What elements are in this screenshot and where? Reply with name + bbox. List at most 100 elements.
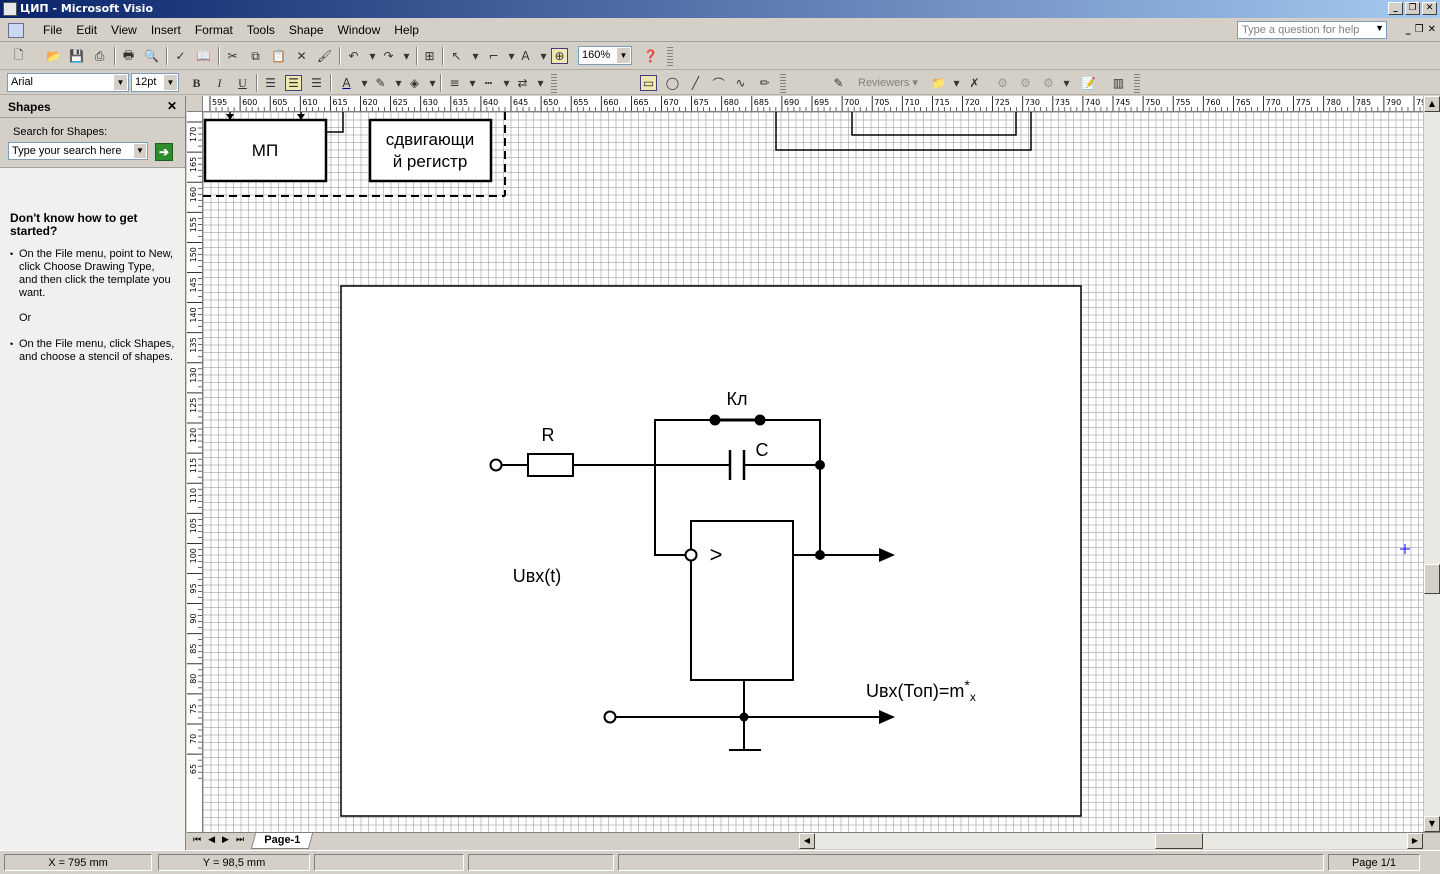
upper-right-frame[interactable]	[775, 112, 1032, 151]
open-icon[interactable]: 📂	[46, 49, 61, 63]
accept-markup-icon[interactable]: ⚙	[1043, 76, 1054, 90]
research-icon[interactable]: 📖	[196, 49, 211, 63]
ellipse-tool-icon[interactable]: ◯	[665, 76, 680, 90]
scroll-right-icon[interactable]: ▶	[1407, 833, 1423, 849]
resistor-r[interactable]	[527, 453, 574, 477]
line-color-icon[interactable]: ✎	[375, 76, 386, 90]
help-icon[interactable]: ❓	[643, 49, 658, 63]
first-page-icon[interactable]: ⏮	[193, 835, 202, 845]
help-dropdown-icon[interactable]: ▼	[1375, 23, 1384, 33]
vertical-scrollbar[interactable]: ▲ ▼	[1423, 96, 1440, 832]
font-color-dropdown-icon[interactable]: ▾	[361, 76, 368, 90]
search-go-button[interactable]: ➔	[155, 143, 173, 161]
scroll-left-icon[interactable]: ◀	[799, 833, 815, 849]
save-icon[interactable]: 💾	[69, 49, 84, 63]
format-painter-icon[interactable]: 🖌	[316, 49, 333, 63]
zoom-dropdown-icon[interactable]: ▼	[617, 48, 630, 63]
menu-help[interactable]: Help	[394, 23, 419, 37]
upper-block-group[interactable]: МП сдвигающи й регистр	[203, 112, 506, 197]
close-button[interactable]: ✕	[1422, 2, 1437, 15]
cut-icon[interactable]: ✂	[227, 49, 238, 63]
align-right-icon[interactable]: ☰	[311, 76, 322, 90]
ruler-corner[interactable]	[187, 96, 203, 112]
horizontal-scrollbar[interactable]: ◀ ▶	[799, 833, 1423, 849]
font-combo[interactable]: Arial ▼	[7, 73, 129, 92]
zoom-combo[interactable]: 160% ▼	[578, 46, 632, 65]
italic-button[interactable]: I	[217, 75, 222, 90]
print-icon[interactable]: 🖶	[122, 47, 135, 62]
font-size-combo[interactable]: 12pt ▼	[131, 73, 179, 92]
redo-dropdown-icon[interactable]: ▾	[403, 49, 410, 63]
insert-comment-icon[interactable]: 📁	[931, 76, 946, 90]
minimize-button[interactable]: _	[1388, 2, 1403, 15]
help-question-input[interactable]: Type a question for help ▼	[1237, 21, 1387, 39]
font-size-dropdown-icon[interactable]: ▼	[164, 75, 177, 90]
track-markup-icon[interactable]: ✎	[833, 76, 844, 90]
next-markup-icon[interactable]: ⚙	[1020, 76, 1031, 90]
close-icon[interactable]: ✕	[166, 99, 177, 113]
previous-markup-icon[interactable]: ⚙	[997, 76, 1008, 90]
pan-zoom-icon[interactable]: ⊕	[551, 48, 568, 64]
align-center-icon[interactable]: ☰	[285, 75, 302, 91]
shift-register-box[interactable]	[368, 118, 493, 183]
next-page-icon[interactable]: ▶	[222, 835, 229, 845]
prev-page-icon[interactable]: ◀	[208, 835, 216, 845]
search-dropdown-icon[interactable]: ▼	[134, 144, 146, 158]
undo-icon[interactable]: ↶	[348, 49, 359, 63]
menu-view[interactable]: View	[111, 23, 137, 37]
permission-icon[interactable]: ⎙	[94, 48, 105, 63]
font-color-icon[interactable]: A	[342, 76, 351, 90]
underline-button[interactable]: U	[238, 75, 247, 90]
ground-terminal[interactable]	[603, 710, 617, 724]
undo-dropdown-icon[interactable]: ▾	[369, 49, 376, 63]
print-preview-icon[interactable]: 🔍	[144, 49, 159, 63]
op-amp[interactable]	[690, 520, 794, 681]
redo-icon[interactable]: ↷	[383, 49, 394, 63]
accept-dropdown-icon[interactable]: ▾	[1063, 76, 1070, 90]
arc-tool-icon[interactable]: ⌒	[712, 76, 725, 91]
text-tool-icon[interactable]: A	[521, 49, 530, 63]
fill-color-icon[interactable]: ◈	[409, 76, 420, 90]
line-pattern-icon[interactable]: ┅	[484, 76, 493, 90]
delete-icon[interactable]: ✕	[296, 49, 307, 63]
menu-window[interactable]: Window	[337, 23, 381, 37]
fill-color-dropdown-icon[interactable]: ▾	[429, 76, 436, 90]
search-input[interactable]: Type your search here ▼	[8, 142, 148, 160]
restore-button[interactable]: ❐	[1405, 2, 1420, 15]
drawing-canvas[interactable]: МП сдвигающи й регистр	[203, 112, 1423, 832]
align-left-icon[interactable]: ☰	[265, 76, 276, 90]
horizontal-scroll-thumb[interactable]	[1155, 833, 1203, 849]
doc-close-icon[interactable]: ✕	[1427, 24, 1436, 35]
doc-restore-icon[interactable]: ❐	[1414, 24, 1424, 35]
mp-box[interactable]	[203, 118, 328, 183]
inverting-input[interactable]	[684, 548, 698, 562]
line-weight-dropdown-icon[interactable]: ▾	[469, 76, 476, 90]
line-tool-icon[interactable]: ╱	[691, 76, 700, 90]
pencil-tool-icon[interactable]: ✏	[759, 76, 770, 90]
doc-minimize-icon[interactable]: _	[1405, 24, 1411, 35]
copy-icon[interactable]: ⧉	[251, 48, 260, 63]
paste-icon[interactable]: 📋	[271, 49, 286, 63]
reviewers-button[interactable]: Reviewers ▾	[858, 77, 918, 89]
line-weight-icon[interactable]: ≡	[449, 76, 460, 90]
delete-markup-icon[interactable]: ✗	[969, 76, 980, 90]
line-ends-dropdown-icon[interactable]: ▾	[537, 76, 544, 90]
scroll-up-icon[interactable]: ▲	[1424, 96, 1440, 112]
font-dropdown-icon[interactable]: ▼	[114, 75, 127, 90]
connector-dropdown-icon[interactable]: ▾	[508, 49, 515, 63]
document-icon[interactable]	[8, 23, 24, 38]
menu-shape[interactable]: Shape	[288, 23, 324, 37]
menu-file[interactable]: File	[43, 23, 63, 37]
freeform-tool-icon[interactable]: ∿	[735, 76, 746, 90]
integrator-circuit[interactable]	[489, 414, 896, 751]
connector-tool-icon[interactable]: ⌐	[488, 49, 499, 63]
visio-app-icon[interactable]	[3, 2, 17, 16]
spelling-icon[interactable]: ✓	[175, 49, 186, 63]
pointer-tool-icon[interactable]: ↖	[451, 49, 462, 63]
text-dropdown-icon[interactable]: ▾	[540, 49, 547, 63]
bold-button[interactable]: B	[192, 75, 201, 90]
line-color-dropdown-icon[interactable]: ▾	[395, 76, 402, 90]
task-pane-icon[interactable]: ▥	[1112, 76, 1125, 90]
